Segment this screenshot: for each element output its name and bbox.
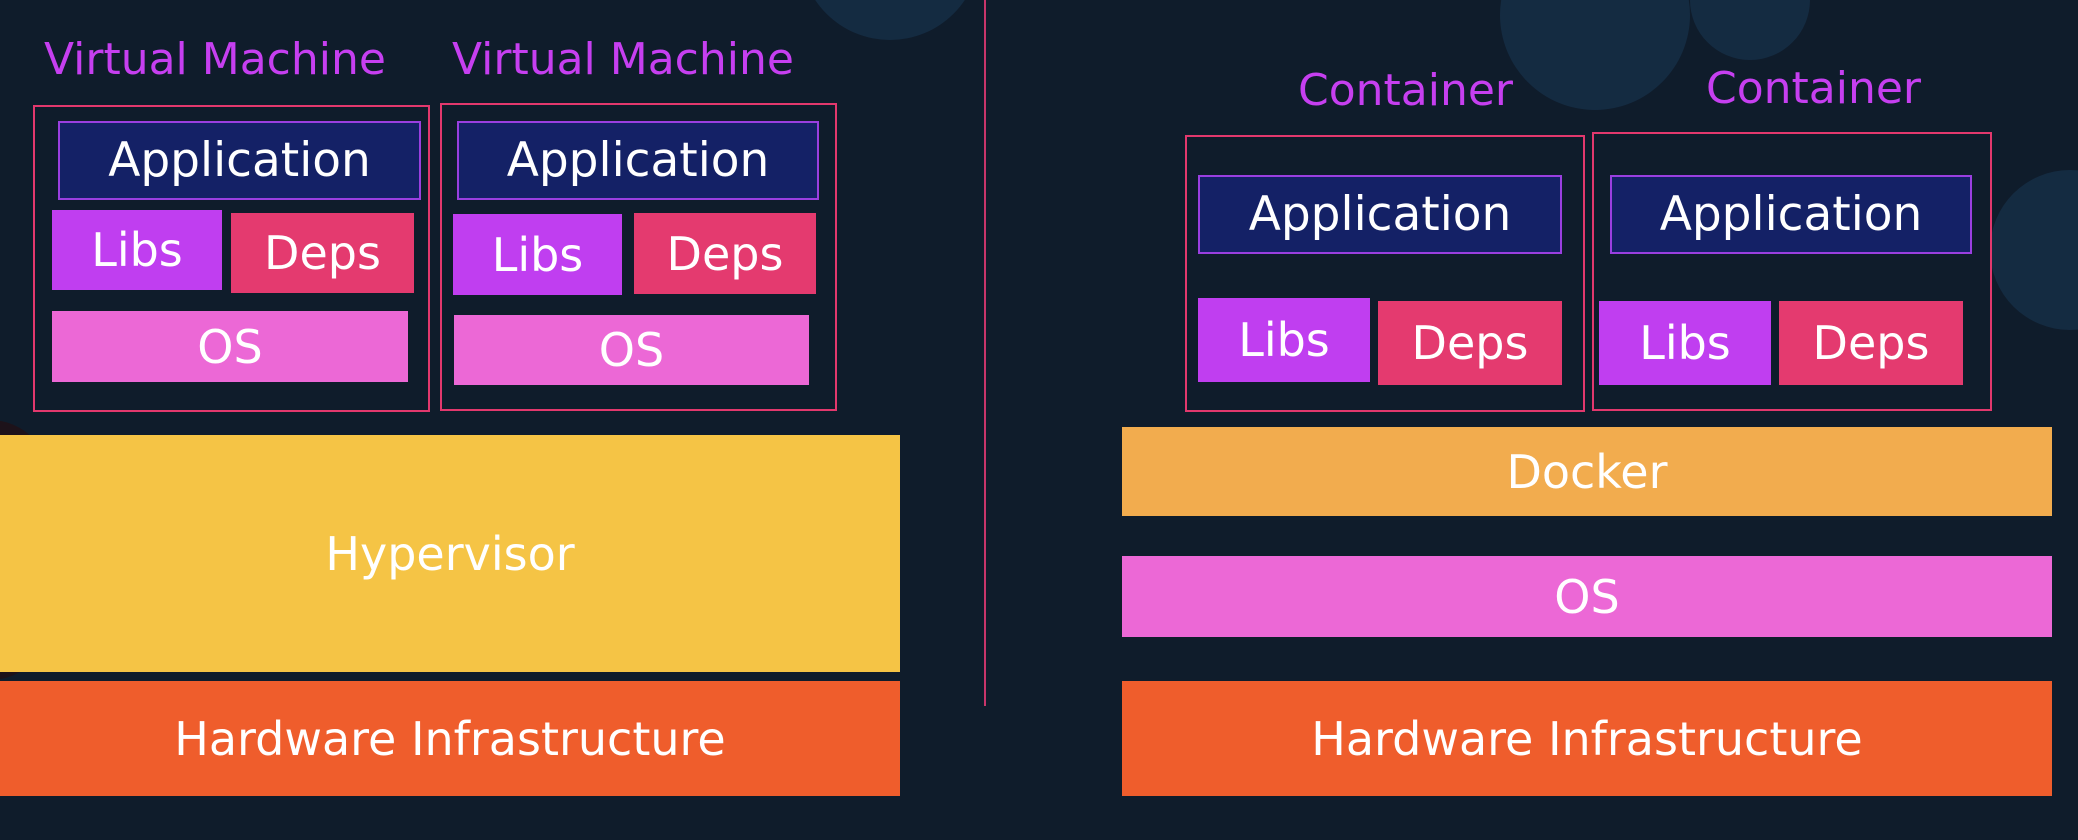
vm-title: Virtual Machine [452, 34, 794, 85]
docker-layer: Docker [1122, 427, 2052, 516]
libs-block: Libs [1599, 301, 1771, 385]
hypervisor-layer: Hypervisor [0, 435, 900, 672]
background-bubble [1690, 0, 1810, 60]
container-title: Container [1706, 63, 1922, 114]
application-block: Application [1610, 175, 1972, 254]
vm-frame [440, 103, 837, 411]
libs-block: Libs [52, 210, 222, 290]
background-bubble [1990, 170, 2078, 330]
vm-frame [33, 105, 430, 412]
deps-block: Deps [231, 213, 414, 293]
application-block: Application [457, 121, 819, 200]
application-block: Application [58, 121, 421, 200]
container-title: Container [1298, 65, 1514, 116]
hardware-infrastructure-layer: Hardware Infrastructure [0, 681, 900, 796]
host-os-layer: OS [1122, 556, 2052, 637]
os-block: OS [52, 311, 408, 382]
application-block: Application [1198, 175, 1562, 254]
container-frame [1185, 135, 1585, 412]
vm-title: Virtual Machine [44, 34, 386, 85]
deps-block: Deps [1378, 301, 1562, 385]
hardware-infrastructure-layer: Hardware Infrastructure [1122, 681, 2052, 796]
background-bubble [1500, 0, 1690, 110]
background-bubble [800, 0, 980, 40]
section-divider [984, 0, 986, 706]
os-block: OS [454, 315, 809, 385]
deps-block: Deps [1779, 301, 1963, 385]
libs-block: Libs [453, 214, 622, 295]
libs-block: Libs [1198, 298, 1370, 382]
container-frame [1592, 132, 1992, 411]
deps-block: Deps [634, 213, 816, 294]
